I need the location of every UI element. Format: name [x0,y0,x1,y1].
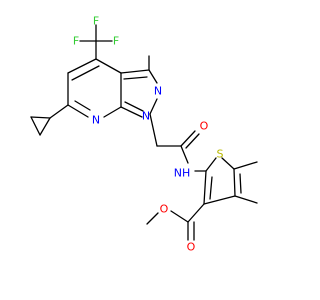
bond [74,100,91,111]
bond [71,65,100,81]
bond [148,69,158,84]
bond [180,145,189,164]
bond [146,212,159,225]
bond [180,130,196,147]
bond [124,101,144,112]
atom-f-top: F [93,15,99,28]
bond [123,76,148,80]
bond [187,203,205,223]
bond [203,195,236,205]
bond [120,69,150,74]
bond [205,157,217,172]
bond [185,133,200,149]
atom-o-carbonyl: O [200,120,209,133]
bond [234,195,258,204]
bond [203,170,207,205]
bond [30,116,41,136]
atom-nh-amide: NH [174,167,191,180]
molecule-structure-diagram: F F F N N N O NH S O O [30,14,258,254]
atom-n-pyridine: N [92,114,100,127]
bond [103,106,122,118]
bond [239,173,242,194]
atom-n-pyrazole-1: N [142,110,150,123]
bond [233,168,236,197]
bond [149,98,158,115]
atom-labels: F F F N N N O NH S O O [73,15,224,254]
bond [221,157,235,170]
bond [67,104,89,118]
atom-o-ester: O [160,203,169,216]
bond [67,58,97,74]
bond [120,106,143,118]
atom-n-pyrazole: N [154,85,162,98]
bond [170,210,189,223]
bond [30,116,51,119]
bond [39,117,51,136]
bond [149,113,158,147]
atom-s-thiophene: S [217,148,224,161]
bond [233,161,258,170]
bond [49,104,69,119]
bond [95,58,122,74]
atom-f-left: F [73,35,79,48]
atom-o-ester-carbonyl: O [187,241,196,254]
bonds [30,24,258,241]
bond [209,176,213,200]
structure-svg: F F F N N N O NH S O O [30,15,258,254]
atom-f-right: F [113,35,119,48]
